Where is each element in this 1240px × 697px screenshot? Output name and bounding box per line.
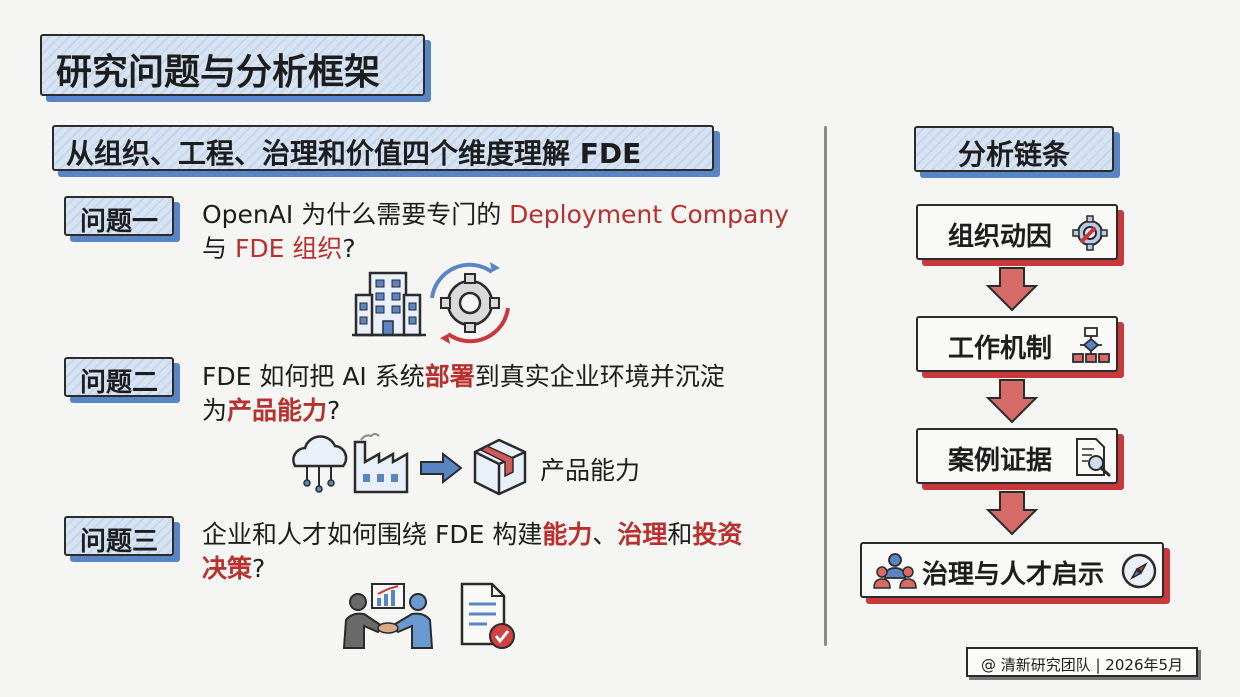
chain-title: 分析链条 <box>957 138 1070 171</box>
chain-arrow-2 <box>985 379 1039 424</box>
section-subtitle-box: 从组织、工程、治理和价值四个维度理解 FDE <box>52 125 714 171</box>
question-1-tag: 问题一 <box>64 196 174 237</box>
question-1-illustration <box>352 262 510 344</box>
page-title: 研究问题与分析框架 <box>56 52 381 93</box>
handshake-deal-icon <box>342 583 434 649</box>
factory-icon <box>353 433 409 494</box>
question-3-illustration <box>342 582 515 649</box>
question-2-illustration <box>292 433 527 496</box>
gear-wrench-icon <box>1072 215 1108 251</box>
gear-cycle-icon <box>430 262 510 344</box>
chain-step-4: 治理与人才启示 <box>860 542 1164 598</box>
page-title-box: 研究问题与分析框架 <box>40 34 425 96</box>
office-building-icon <box>352 271 426 337</box>
package-box-icon <box>473 438 527 496</box>
question-3-text: 企业和人才如何围绕 FDE 构建能力、治理和投资 决策? <box>202 520 743 583</box>
right-arrow-icon <box>420 451 463 485</box>
chain-step-1: 组织动因 <box>916 204 1118 260</box>
cloud-network-icon <box>292 435 348 493</box>
question-1-text: OpenAI 为什么需要专门的 Deployment Company 与 FDE… <box>202 200 789 263</box>
question-2-text: FDE 如何把 AI 系统部署到真实企业环境并沉淀 为产品能力? <box>202 362 725 425</box>
question-3-tag: 问题三 <box>64 516 174 557</box>
people-group-icon <box>873 553 917 589</box>
approved-document-icon <box>460 582 515 649</box>
flowchart-icon <box>1072 327 1110 363</box>
column-divider <box>824 126 827 646</box>
footer-credit: @ 清新研究团队 | 2026年5月 <box>966 647 1198 677</box>
compass-icon <box>1121 553 1157 589</box>
chain-arrow-3 <box>985 491 1039 536</box>
section-subtitle: 从组织、工程、治理和价值四个维度理解 FDE <box>66 137 642 170</box>
document-magnifier-icon <box>1076 438 1111 477</box>
chain-step-2: 工作机制 <box>916 316 1118 372</box>
question-2-tag: 问题二 <box>64 357 174 398</box>
chain-title-box: 分析链条 <box>914 126 1114 172</box>
flow-label: 产品能力 <box>540 456 641 485</box>
chain-step-3: 案例证据 <box>916 428 1118 484</box>
chain-arrow-1 <box>985 267 1039 312</box>
